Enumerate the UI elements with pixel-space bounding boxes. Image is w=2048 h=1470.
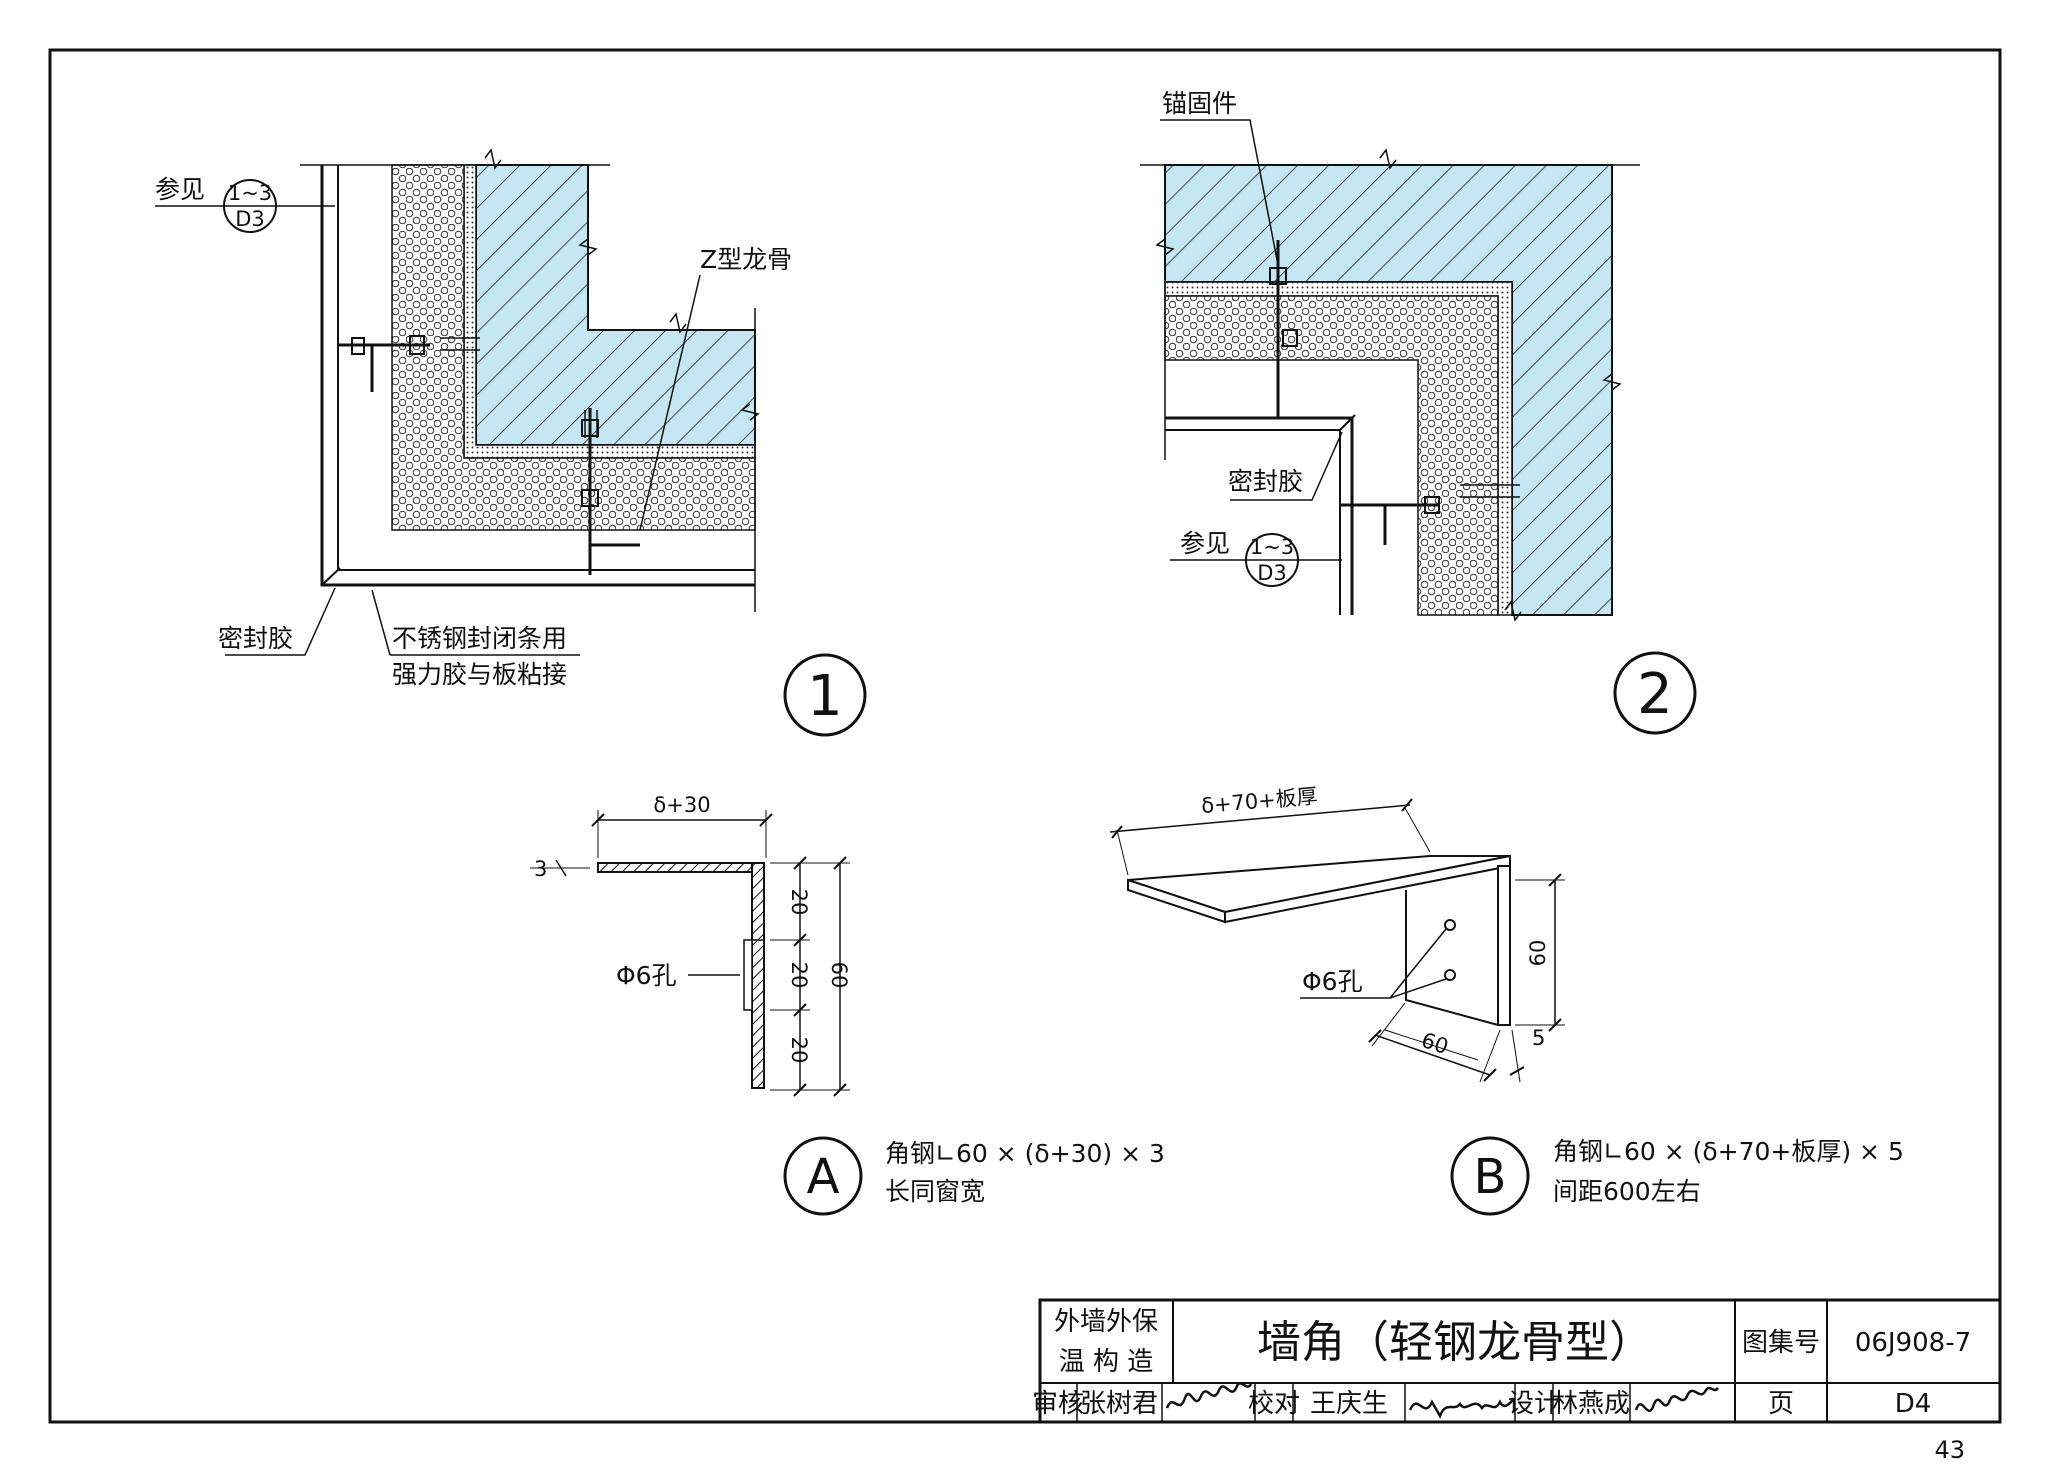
- anchor-label: 锚固件: [1162, 89, 1237, 118]
- sheet-border: [48, 48, 2002, 1424]
- page-label: 页: [1768, 1389, 1794, 1419]
- dim-5-b: 5: [1532, 1026, 1545, 1050]
- atlas-number: 06J908-7: [1855, 1328, 1971, 1358]
- check-label: 校对: [1248, 1389, 1300, 1419]
- category-line2: 温 构 造: [1059, 1347, 1154, 1377]
- detail-letter-a: A: [807, 1149, 840, 1205]
- ref-bottom-1: D3: [235, 207, 265, 231]
- strip-label-line1: 不锈钢封闭条用: [392, 624, 567, 653]
- detail-b: [1109, 798, 1565, 1216]
- dim-20-a2: 20: [787, 962, 811, 989]
- atlas-label: 图集号: [1742, 1328, 1820, 1358]
- dim-60-b-vertical: 60: [1526, 940, 1550, 967]
- dim-width-b: δ+70+板厚: [1200, 784, 1318, 818]
- angle-section-a: [597, 862, 765, 873]
- detail-b-labels: δ+70+板厚 60 60 5 Φ6孔 B 角钢∟60 × (δ+70+板厚) …: [1200, 784, 1904, 1206]
- dim-60-a: 60: [827, 962, 851, 989]
- checker-name: 王庆生: [1310, 1389, 1388, 1419]
- signature-designer: [1634, 1386, 1720, 1412]
- category-line1: 外墙外保: [1054, 1307, 1158, 1337]
- dim-20-a1: 20: [787, 889, 811, 916]
- z-channel-label: Z型龙骨: [700, 245, 792, 274]
- detail-letter-b: B: [1474, 1149, 1507, 1205]
- detail-number-2: 2: [1637, 662, 1673, 727]
- design-label: 设计: [1508, 1389, 1560, 1419]
- cladding-panel-2: [1165, 416, 1354, 615]
- title-block-text: 外墙外保 温 构 造 墙角（轻钢龙骨型） 图集号 06J908-7 审核 张树君…: [1032, 1307, 1971, 1419]
- signature-checker: [1408, 1397, 1516, 1419]
- strip-label-line2: 强力胶与板粘接: [392, 660, 567, 689]
- review-label: 审核: [1032, 1389, 1084, 1419]
- ref-top-2: 1~3: [1250, 535, 1294, 559]
- page-code: D4: [1895, 1389, 1932, 1419]
- spec-a-line1: 角钢∟60 × (δ+30) × 3: [885, 1139, 1165, 1168]
- hole-label-a: Φ6孔: [616, 961, 677, 990]
- ref-bottom-2: D3: [1257, 561, 1287, 585]
- reviewer-name: 张树君: [1080, 1389, 1158, 1419]
- concrete-wall-2: [1164, 164, 1613, 616]
- detail-2-labels: 锚固件 密封胶 参见 1~3 D3 2: [1162, 89, 1673, 727]
- spec-a-line2: 长同窗宽: [885, 1177, 985, 1206]
- spec-b-line1: 角钢∟60 × (δ+70+板厚) × 5: [1553, 1137, 1904, 1166]
- concrete-wall-1: [475, 164, 756, 446]
- detail-1: [155, 148, 867, 737]
- dim-width-a: δ+30: [653, 793, 710, 817]
- sealant-label-1: 密封胶: [218, 624, 293, 653]
- detail-circle-a: [783, 1136, 863, 1216]
- ref-bubble-2: [1245, 533, 1299, 587]
- ref-bubble-1: [223, 179, 277, 233]
- spec-b-line2: 间距600左右: [1553, 1177, 1701, 1206]
- detail-circle-2: [1613, 651, 1697, 735]
- detail-a-labels: δ+30 3 20 20 20 60 Φ6孔 A 角钢∟60 × (δ+30) …: [534, 793, 1165, 1206]
- ref-label-2: 参见: [1180, 529, 1230, 558]
- detail-a: [530, 810, 863, 1216]
- title-block: [1038, 1298, 2002, 1424]
- ref-label-1: 参见: [155, 175, 205, 204]
- detail-circle-1: [783, 653, 867, 737]
- dim-3-a: 3: [534, 857, 547, 881]
- detail-1-labels: 参见 1~3 D3 Z型龙骨 密封胶 不锈钢封闭条用 强力胶与板粘接 1: [155, 175, 843, 729]
- signature-reviewer: [1165, 1382, 1253, 1409]
- dim-20-a3: 20: [787, 1037, 811, 1064]
- ref-top-1: 1~3: [228, 181, 272, 205]
- detail-circle-b: [1450, 1136, 1530, 1216]
- detail-number-1: 1: [807, 664, 843, 729]
- dim-60-b-horizontal: 60: [1418, 1028, 1451, 1059]
- detail-2: [1140, 119, 1697, 735]
- hole-label-b: Φ6孔: [1302, 967, 1363, 996]
- designer-name: 林燕成: [1552, 1389, 1630, 1419]
- drawing-title: 墙角（轻钢龙骨型）: [1257, 1317, 1653, 1368]
- page-number: 43: [1934, 1436, 1965, 1464]
- sealant-label-2: 密封胶: [1228, 467, 1303, 496]
